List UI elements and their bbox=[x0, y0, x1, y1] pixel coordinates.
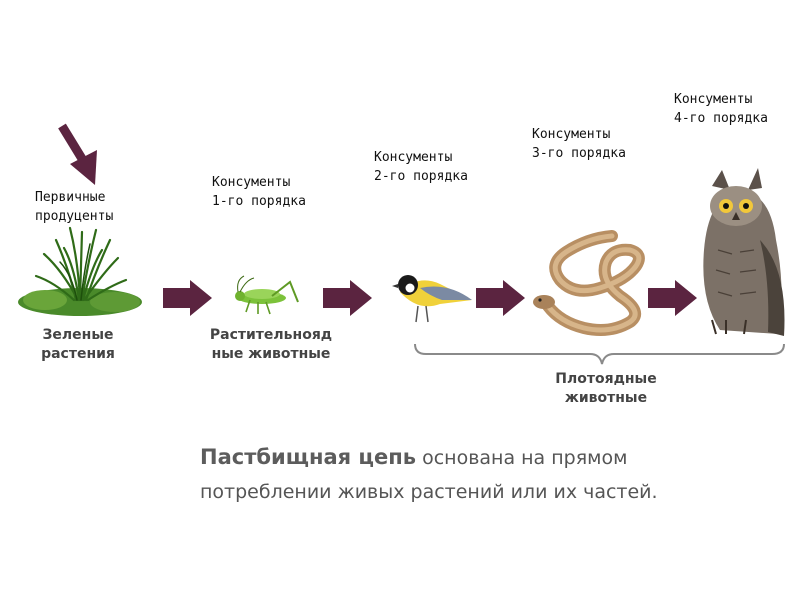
bird-icon bbox=[392, 275, 472, 323]
consumer4-label: Консументы 4-го порядка bbox=[674, 90, 768, 128]
herbivores-group-line2: ные животные bbox=[211, 346, 331, 362]
consumer4-label-line1: Консументы bbox=[674, 92, 753, 107]
consumer1-label-line1: Консументы bbox=[212, 175, 291, 190]
consumer1-label-line2: 1-го порядка bbox=[212, 194, 306, 209]
consumer2-label: Консументы 2-го порядка bbox=[374, 148, 468, 186]
plants-group-line1: Зеленые bbox=[42, 327, 114, 343]
chain-arrow-icon bbox=[163, 280, 212, 316]
herbivores-group-line1: Растительнояд bbox=[209, 327, 333, 343]
producers-label-line2: продуценты bbox=[35, 209, 114, 224]
snake-icon bbox=[533, 230, 645, 336]
carnivores-group-line2: животные bbox=[564, 390, 648, 406]
carnivores-group-label: Плотоядные животные bbox=[526, 370, 686, 408]
producers-label: Первичные продуценты bbox=[35, 188, 113, 226]
carnivores-brace bbox=[414, 343, 785, 365]
consumer3-label: Консументы 3-го порядка bbox=[532, 125, 626, 163]
grasshopper-icon bbox=[235, 275, 299, 315]
input-arrow-icon bbox=[58, 123, 97, 185]
plants-group-line2: растения bbox=[41, 346, 115, 362]
caption-text: основана на прямом потреблении живых рас… bbox=[200, 447, 658, 503]
producers-label-line1: Первичные bbox=[35, 190, 106, 205]
consumer2-label-line1: Консументы bbox=[374, 150, 453, 165]
consumer2-label-line2: 2-го порядка bbox=[374, 169, 468, 184]
carnivores-group-line1: Плотоядные bbox=[555, 371, 657, 387]
consumer4-label-line2: 4-го порядка bbox=[674, 111, 768, 126]
grass-icon bbox=[18, 226, 142, 316]
herbivores-group-label: Растительнояд ные животные bbox=[188, 326, 354, 364]
caption-highlight: Пастбищная цепь bbox=[200, 445, 417, 469]
chain-arrow-icon bbox=[323, 280, 372, 316]
consumer3-label-line2: 3-го порядка bbox=[532, 146, 626, 161]
consumer1-label: Консументы 1-го порядка bbox=[212, 173, 306, 211]
consumer3-label-line1: Консументы bbox=[532, 127, 611, 142]
chain-arrow-icon bbox=[476, 280, 525, 316]
caption: Пастбищная цепь основана на прямом потре… bbox=[200, 440, 670, 509]
owl-icon bbox=[703, 168, 785, 336]
chain-arrow-icon bbox=[648, 280, 697, 316]
plants-group-label: Зеленые растения bbox=[22, 326, 134, 364]
